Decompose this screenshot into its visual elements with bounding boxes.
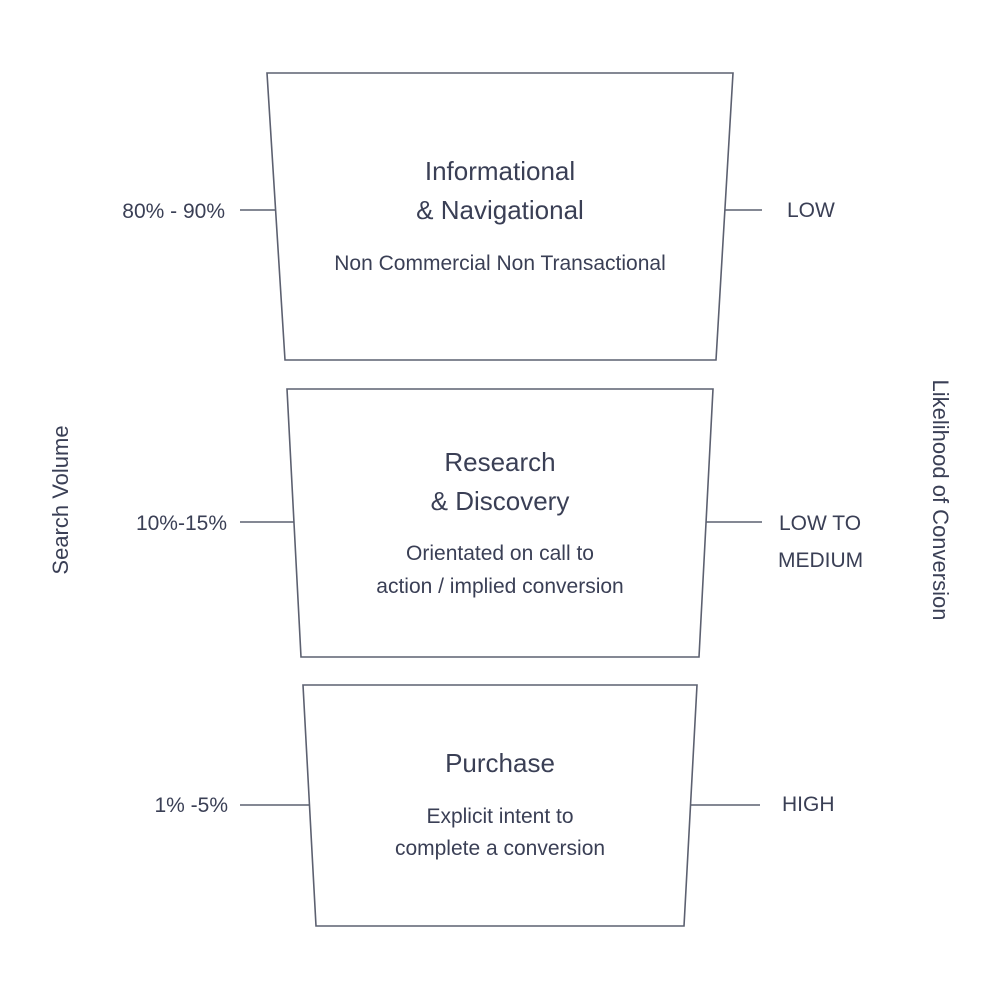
- right-axis-label: Likelihood of Conversion: [928, 380, 953, 621]
- likelihood-label: LOW: [787, 199, 835, 222]
- stage-description: Non Commercial Non Transactional: [334, 252, 665, 275]
- stage-research: Research & Discovery Orientated on call …: [136, 388, 863, 658]
- left-axis-label: Search Volume: [48, 425, 73, 574]
- likelihood-label: LOW TO: [779, 512, 861, 535]
- stage-description: Orientated on call to: [406, 542, 594, 565]
- search-volume-label: 1% -5%: [154, 794, 228, 817]
- stage-title: Research: [444, 447, 555, 477]
- stage-box: [286, 388, 714, 658]
- stage-description: Explicit intent to: [426, 805, 573, 828]
- search-volume-label: 80% - 90%: [122, 200, 225, 223]
- stage-box: [302, 684, 698, 927]
- likelihood-label: MEDIUM: [778, 549, 863, 572]
- stage-purchase: Purchase Explicit intent to complete a c…: [154, 684, 835, 927]
- likelihood-label: HIGH: [782, 793, 835, 816]
- stage-title: Purchase: [445, 748, 555, 778]
- stage-description: complete a conversion: [395, 837, 605, 860]
- stage-description: action / implied conversion: [376, 575, 623, 598]
- stage-box: [266, 72, 734, 361]
- search-volume-label: 10%-15%: [136, 512, 227, 535]
- stage-title: & Navigational: [416, 195, 584, 225]
- stage-title: Informational: [425, 156, 575, 186]
- stage-title: & Discovery: [431, 486, 570, 516]
- stage-informational: Informational & Navigational Non Commerc…: [122, 72, 835, 361]
